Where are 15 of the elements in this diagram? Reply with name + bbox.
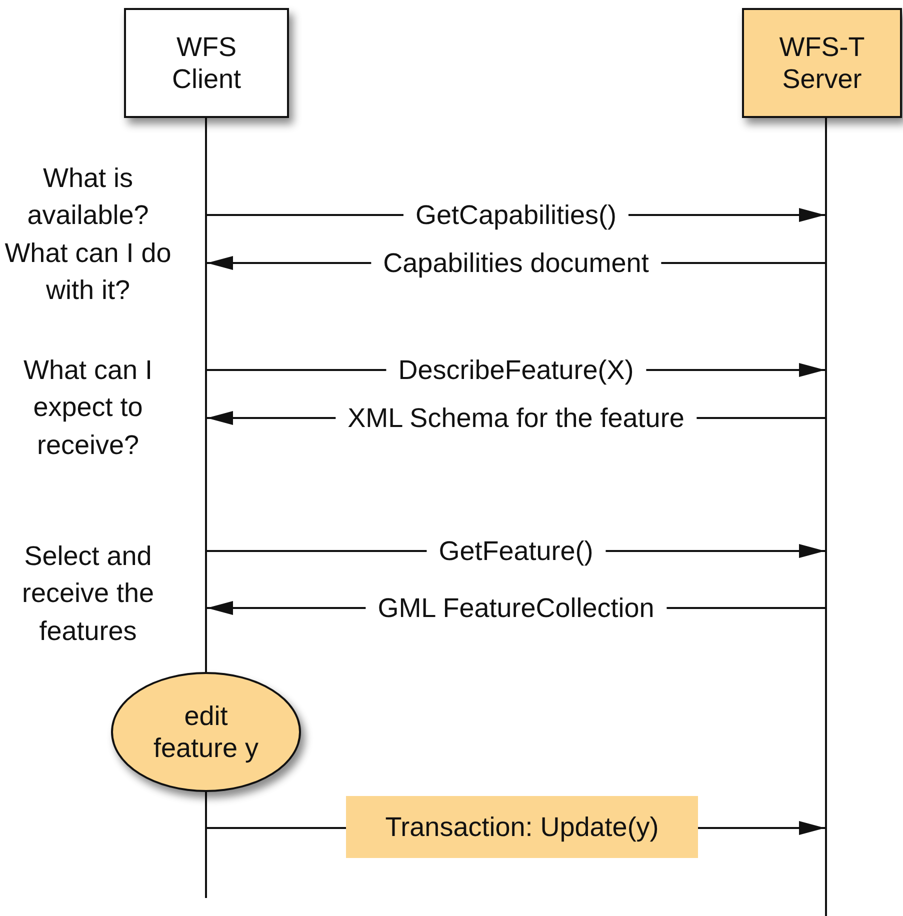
message-box — [346, 796, 698, 858]
lifeline — [825, 118, 827, 916]
node-label: edit feature y — [152, 700, 260, 764]
node-label: Transaction: Update(y) — [384, 810, 660, 844]
question-note: What can I expect to receive? — [22, 354, 154, 462]
question-note: What is available? — [26, 162, 150, 232]
node-label: WFS Client — [170, 30, 242, 96]
question-note: Select and receive the features — [20, 540, 156, 648]
lifeline — [205, 118, 207, 672]
lifeline — [205, 792, 207, 898]
participant-box — [124, 8, 289, 118]
question-note: What can I do with it? — [4, 237, 172, 308]
message-arrow — [698, 821, 825, 835]
node-label: WFS-T Server — [778, 30, 866, 96]
participant-box — [742, 8, 902, 118]
